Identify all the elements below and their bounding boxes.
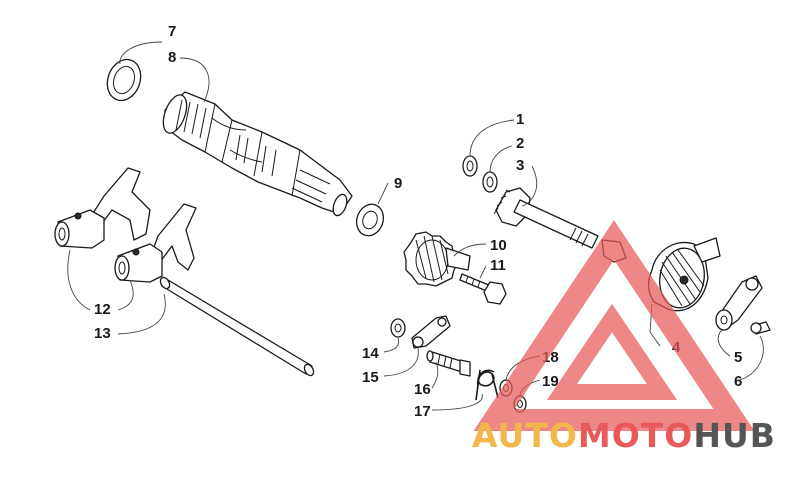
part-5-lever (715, 275, 763, 331)
watermark-auto: AUTO (472, 416, 578, 455)
part-10-gear (403, 231, 471, 287)
callout-5: 5 (734, 349, 742, 366)
watermark-text: AUTOMOTOHUB (472, 416, 776, 455)
callout-11: 11 (490, 257, 506, 274)
part-14-washer (390, 318, 406, 338)
callout-15: 15 (362, 369, 379, 386)
part-9-washer (355, 203, 385, 237)
callout-19: 19 (542, 373, 559, 390)
part-6-bolt (750, 321, 771, 335)
part-12-shift-fork-left (54, 167, 151, 249)
part-8-shift-drum (162, 91, 353, 217)
callout-labels: 7 8 9 1 2 3 10 11 4 5 6 12 13 14 15 16 1… (94, 23, 742, 420)
part-2-washer (482, 171, 498, 193)
callout-6: 6 (734, 373, 742, 390)
callout-13: 13 (94, 325, 111, 342)
part-17-spring (475, 369, 499, 401)
part-1-washer (462, 155, 478, 177)
part-12-shift-fork-right (114, 203, 197, 283)
watermark-inner-triangle (546, 303, 678, 400)
watermark-moto: MOTO (578, 416, 693, 455)
part-11-bolt (459, 273, 507, 305)
part-13-fork-shaft (159, 276, 315, 377)
callout-16: 16 (414, 381, 431, 398)
callout-8: 8 (168, 49, 176, 66)
callout-9: 9 (394, 175, 402, 192)
part-7-oring (106, 58, 142, 102)
callout-14: 14 (362, 345, 379, 362)
callout-1: 1 (516, 111, 524, 128)
watermark-logo: AUTOMOTOHUB (472, 220, 776, 455)
watermark-outer-triangle (473, 220, 755, 431)
callout-10: 10 (490, 237, 507, 254)
callout-3: 3 (516, 157, 524, 174)
watermark-hub: HUB (693, 416, 776, 455)
callout-12: 12 (94, 301, 111, 318)
callout-17: 17 (414, 403, 431, 420)
part-3-shift-shaft (493, 187, 599, 249)
part-15-stopper-arm (411, 315, 451, 349)
callout-7: 7 (168, 23, 176, 40)
part-16-pin-bolt (426, 350, 471, 377)
callout-2: 2 (516, 135, 524, 152)
